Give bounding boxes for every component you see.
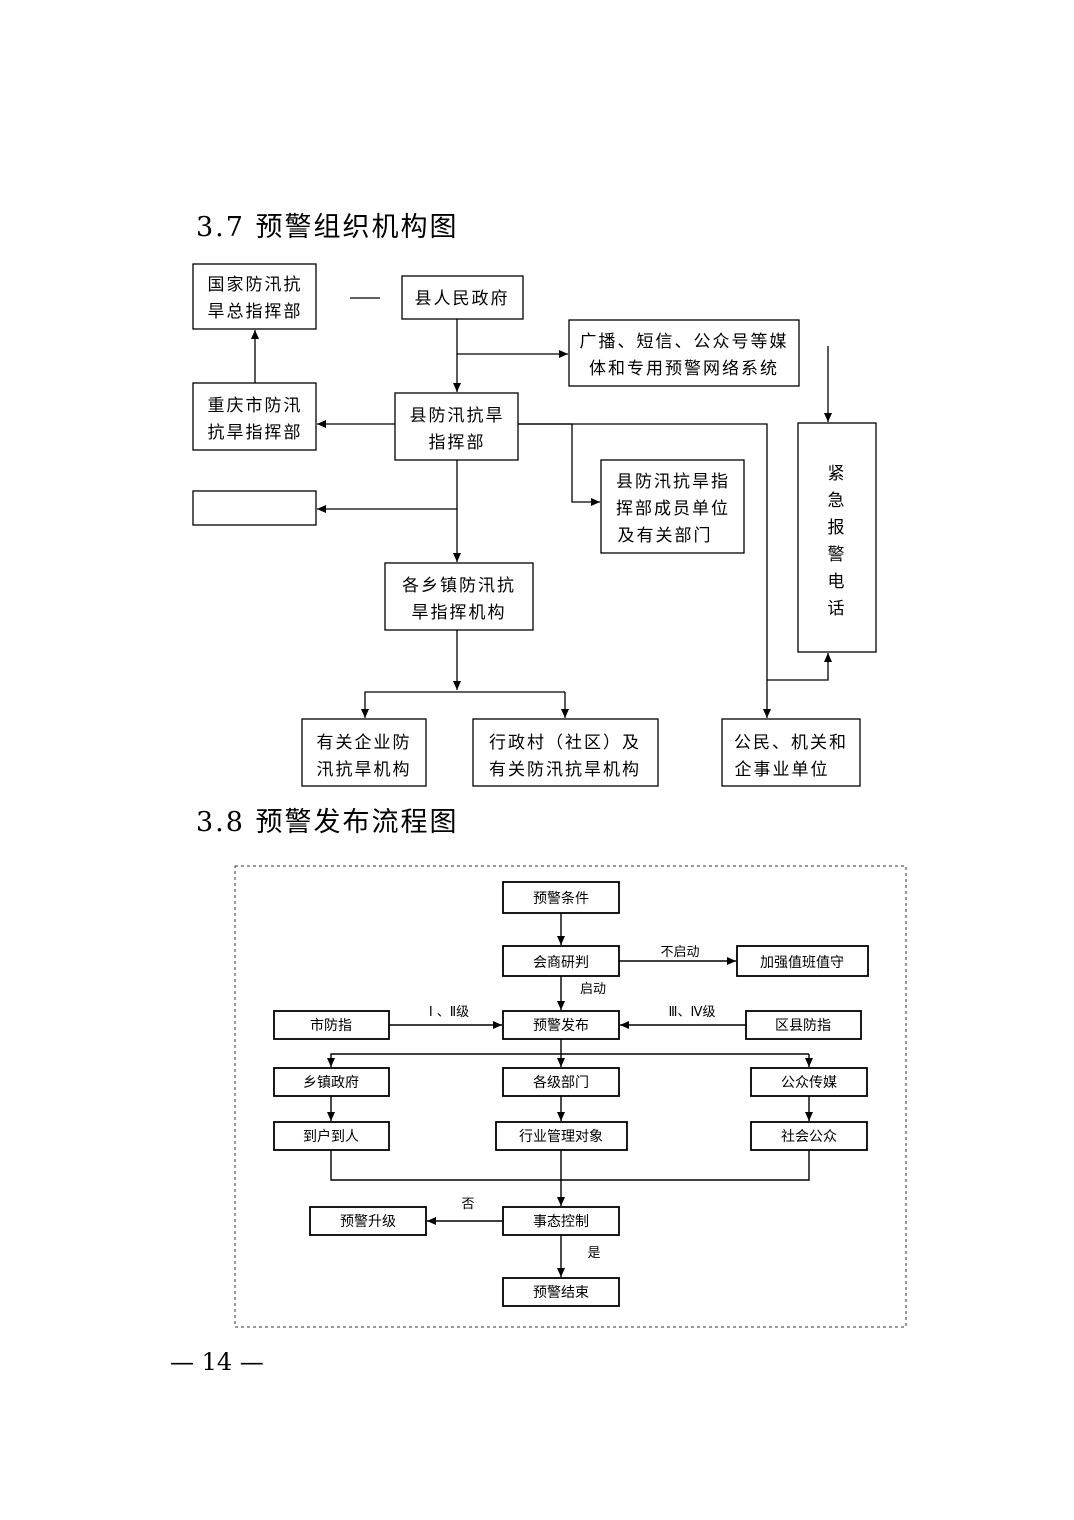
public-label: 社会公众 xyxy=(781,1129,837,1145)
box-member-units xyxy=(600,459,745,554)
org-chart-labels: 国家防汛抗 旱总指挥部 县人民政府 广播、短信、公众号等媒 体和专用预警网络系统… xyxy=(208,275,848,780)
town-government-label: 乡镇政府 xyxy=(303,1075,359,1091)
county-government-label: 县人民政府 xyxy=(415,289,510,309)
box-town-hq xyxy=(384,562,534,631)
town-hq-line-2: 旱指挥机构 xyxy=(412,603,507,623)
box-media-system xyxy=(568,319,800,387)
box-public-media xyxy=(750,1067,868,1097)
media-system-line-2: 体和专用预警网络系统 xyxy=(589,359,779,379)
box-village-org xyxy=(472,718,659,787)
line-merge xyxy=(330,1150,810,1181)
box-departments xyxy=(502,1067,620,1097)
emergency-phone-char-5: 电 xyxy=(828,572,847,592)
citizens-line-2: 企事业单位 xyxy=(735,760,830,780)
warning-conditions-label: 预警条件 xyxy=(533,890,589,907)
county-hq-line-1: 县防汛抗旱 xyxy=(410,406,505,426)
flow-chart xyxy=(273,881,869,1307)
citizens-line-1: 公民、机关和 xyxy=(734,733,848,753)
arrow-to-enterprise xyxy=(361,691,565,718)
flow-labels: 预警条件 会商研判 不启动 加强值班值守 启动 市防指 Ⅰ 、Ⅱ级 预警发布 Ⅲ… xyxy=(303,890,844,1301)
section-3-8-heading: 3.8 预警发布流程图 xyxy=(196,807,459,838)
national-hq-line-1: 国家防汛抗 xyxy=(208,275,303,295)
started-label: 启动 xyxy=(580,982,606,997)
org-chart xyxy=(192,263,877,787)
box-citizens xyxy=(721,718,861,787)
county-hq-line-2: 指挥部 xyxy=(429,433,486,453)
flow-chart-frame xyxy=(234,865,907,1328)
box-town-government xyxy=(273,1067,390,1097)
member-units-line-2: 挥部成员单位 xyxy=(616,499,730,519)
national-hq-line-2: 旱总指挥部 xyxy=(208,302,303,322)
emergency-phone-char-1: 紧 xyxy=(828,464,847,484)
box-warning-release xyxy=(502,1010,620,1040)
departments-label: 各级部门 xyxy=(533,1075,589,1091)
emergency-phone-char-2: 急 xyxy=(828,491,847,511)
emergency-phone-char-4: 警 xyxy=(828,545,847,565)
strengthen-duty-label: 加强值班值守 xyxy=(760,955,844,971)
box-situation-control xyxy=(502,1206,620,1236)
city-hq-label: 市防指 xyxy=(310,1017,352,1034)
chongqing-hq-line-2: 抗旱指挥部 xyxy=(208,423,303,443)
door-to-door-label: 到户到人 xyxy=(303,1128,359,1145)
box-warning-end xyxy=(502,1277,620,1307)
box-public xyxy=(750,1121,868,1151)
emergency-phone-char-6: 话 xyxy=(828,599,847,619)
chongqing-hq-line-1: 重庆市防汛 xyxy=(208,396,303,416)
no-label: 否 xyxy=(461,1197,474,1212)
section-3-7-heading: 3.7 预警组织机构图 xyxy=(196,212,459,243)
line-hq-to-citizens xyxy=(518,423,771,718)
box-consultation xyxy=(502,945,620,977)
box-strengthen-duty xyxy=(736,945,869,977)
box-industry-targets xyxy=(495,1121,628,1151)
public-media-label: 公众传媒 xyxy=(781,1075,837,1091)
page-number: — 14 — xyxy=(170,1348,264,1376)
upgrade-label: 预警升级 xyxy=(340,1214,396,1230)
yes-label: 是 xyxy=(587,1246,600,1261)
box-district-hq xyxy=(745,1010,862,1040)
box-upgrade xyxy=(309,1206,427,1236)
box-emergency-phone xyxy=(797,422,877,653)
level-3-4-label: Ⅲ、Ⅳ级 xyxy=(669,1005,716,1020)
enterprise-org-line-2: 汛抗旱机构 xyxy=(317,760,412,780)
consultation-label: 会商研判 xyxy=(533,955,589,971)
enterprise-org-line-1: 有关企业防 xyxy=(317,733,412,753)
village-org-line-1: 行政村（社区）及 xyxy=(489,733,641,753)
industry-targets-label: 行业管理对象 xyxy=(519,1129,603,1145)
box-enterprise-org xyxy=(301,718,427,787)
media-system-line-1: 广播、短信、公众号等媒 xyxy=(580,332,789,352)
box-national-hq xyxy=(192,263,317,330)
warning-end-label: 预警结束 xyxy=(533,1285,589,1301)
flow-connectors xyxy=(327,913,813,1277)
arrow-to-town-gov xyxy=(327,1053,809,1067)
box-county-hq xyxy=(394,392,519,461)
box-warning-conditions xyxy=(502,881,620,914)
not-started-label: 不启动 xyxy=(660,945,699,960)
village-org-line-2: 有关防汛抗旱机构 xyxy=(489,760,641,780)
emergency-phone-char-3: 报 xyxy=(828,518,847,538)
town-hq-line-1: 各乡镇防汛抗 xyxy=(402,576,516,596)
warning-release-label: 预警发布 xyxy=(533,1018,589,1034)
box-hidden xyxy=(192,490,317,526)
member-units-line-3: 及有关部门 xyxy=(618,526,713,546)
member-units-line-1: 县防汛抗旱指 xyxy=(616,472,730,492)
arrow-hq-to-members xyxy=(518,423,600,506)
district-hq-label: 区县防指 xyxy=(775,1018,831,1034)
box-door-to-door xyxy=(273,1121,390,1151)
box-county-government xyxy=(401,275,524,320)
situation-control-label: 事态控制 xyxy=(533,1214,589,1230)
arrow-citizens-to-phone xyxy=(767,653,832,681)
level-1-2-label: Ⅰ 、Ⅱ级 xyxy=(429,1005,469,1020)
